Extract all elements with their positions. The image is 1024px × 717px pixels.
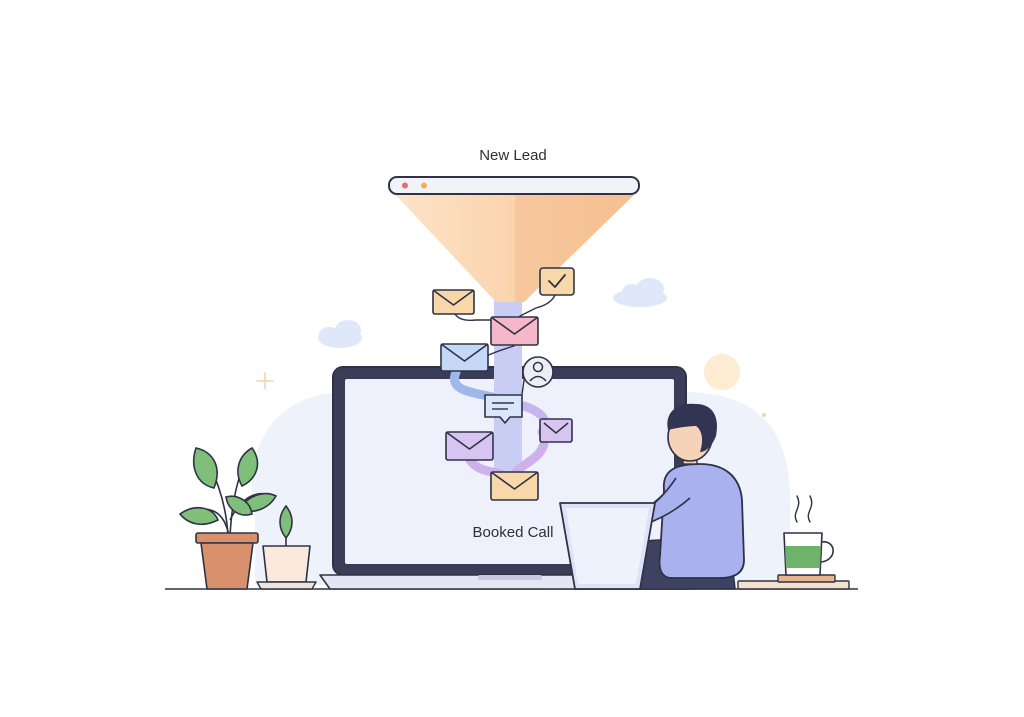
envelope-icon bbox=[539, 418, 573, 443]
envelope-icon bbox=[445, 431, 494, 461]
checkmark-icon bbox=[539, 267, 575, 296]
funnel-icon bbox=[388, 176, 640, 302]
books bbox=[737, 574, 850, 590]
funnel-bottom-label: Booked Call bbox=[472, 524, 554, 541]
envelope-icon bbox=[440, 343, 489, 372]
sparkle-icon bbox=[256, 372, 274, 390]
user-icon bbox=[522, 356, 554, 388]
cloud-icon bbox=[613, 278, 667, 307]
sparkle-icon bbox=[762, 413, 766, 417]
envelope-icon bbox=[490, 471, 539, 501]
plant-icon bbox=[256, 504, 317, 590]
plant-icon bbox=[178, 446, 278, 590]
mug-icon bbox=[783, 495, 834, 576]
chat-bubble-icon bbox=[484, 394, 523, 424]
envelope-icon bbox=[432, 289, 475, 315]
envelope-icon bbox=[490, 316, 539, 346]
funnel-top-label: New Lead bbox=[479, 147, 547, 164]
laptop-icon bbox=[559, 502, 656, 590]
sun-icon bbox=[704, 354, 740, 390]
cloud-icon bbox=[318, 320, 362, 348]
